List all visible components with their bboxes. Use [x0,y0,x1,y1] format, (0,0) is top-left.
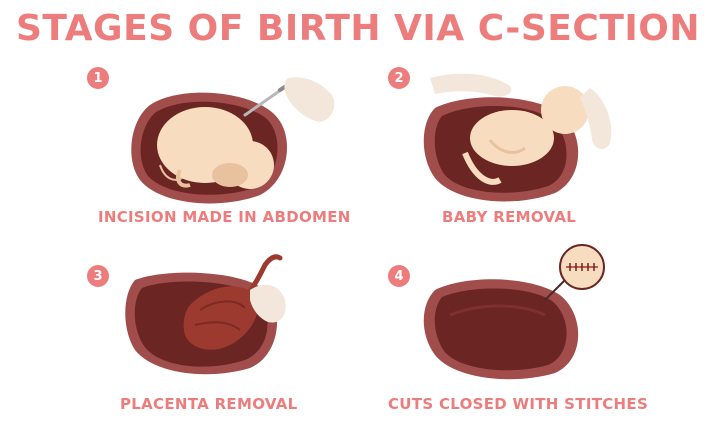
stage-1-illustration [131,77,335,204]
stage-3-number-badge: 3 [87,265,109,287]
stage-2-illustration [423,73,612,202]
stage-1-caption: INCISION MADE IN ABDOMEN [98,208,351,226]
gloved-hand-left [430,73,512,97]
stage-4-number-badge: 4 [388,265,410,287]
stage-2-number-badge: 2 [388,67,410,89]
stage-4-illustration [423,244,605,380]
umbilical-cord [242,254,283,301]
stage-2-caption: BABY REMOVAL [442,208,577,226]
gloved-hand [250,284,286,323]
baby-body [470,110,554,166]
uterus-inner [434,288,567,371]
baby-head [541,86,589,134]
gloved-hand-right [580,88,612,150]
placenta [183,286,259,350]
stage-3-caption: PLACENTA REMOVAL [120,395,298,413]
page-title: STAGES OF BIRTH VIA C-SECTION [16,8,700,49]
stage-4-caption: CUTS CLOSED WITH STITCHES [388,395,649,413]
gloved-hand [284,77,335,122]
stage-3-illustration [125,254,286,375]
stage-1-number-badge: 1 [87,67,109,89]
